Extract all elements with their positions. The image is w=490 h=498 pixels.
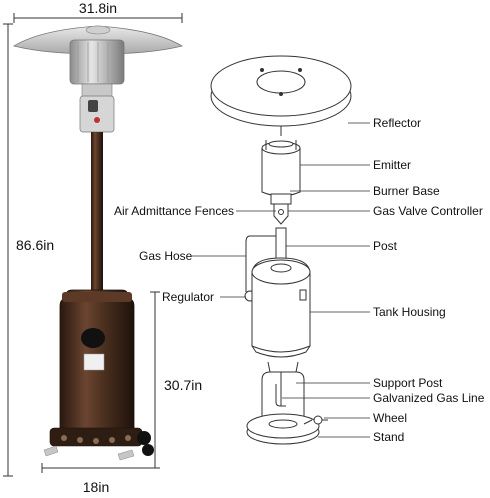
part-gas-hose — [245, 235, 276, 292]
label-gas-hose: Gas Hose — [139, 249, 193, 263]
label-emitter: Emitter — [373, 158, 411, 172]
heater-pole — [91, 132, 103, 292]
leader-lines — [192, 122, 370, 438]
label-post: Post — [373, 239, 398, 253]
part-galvanized-gas-line — [275, 384, 286, 407]
label-stand: Stand — [373, 430, 404, 444]
heater-label — [83, 353, 105, 371]
top-width-label: 31.8in — [79, 0, 117, 16]
base-height-label: 30.7in — [164, 377, 202, 393]
part-reflector — [210, 55, 352, 127]
label-air-admittance-fences: Air Admittance Fences — [114, 204, 234, 218]
label-galvanized-gas-line: Galvanized Gas Line — [373, 391, 485, 405]
part-burner-base — [270, 193, 292, 205]
part-support-post — [261, 361, 305, 418]
part-tank-housing — [251, 257, 311, 358]
dimension-lines — [3, 13, 183, 477]
part-wheel — [303, 415, 328, 425]
exploded-diagram — [210, 55, 352, 445]
label-burner-base: Burner Base — [373, 184, 440, 198]
label-regulator: Regulator — [162, 290, 214, 304]
part-gas-valve-controller — [273, 203, 289, 225]
part-stand — [246, 413, 320, 445]
label-reflector: Reflector — [373, 116, 421, 130]
part-emitter — [261, 140, 301, 197]
heater-wheel — [137, 431, 151, 445]
label-wheel: Wheel — [373, 411, 407, 425]
heater-wheel — [142, 444, 154, 456]
label-tank-housing: Tank Housing — [373, 305, 446, 319]
label-support-post: Support Post — [373, 376, 443, 390]
label-gas-valve-controller: Gas Valve Controller — [373, 204, 483, 218]
total-height-label: 86.6in — [16, 237, 54, 253]
assembled-heater — [12, 25, 184, 461]
base-width-label: 18in — [83, 479, 109, 495]
